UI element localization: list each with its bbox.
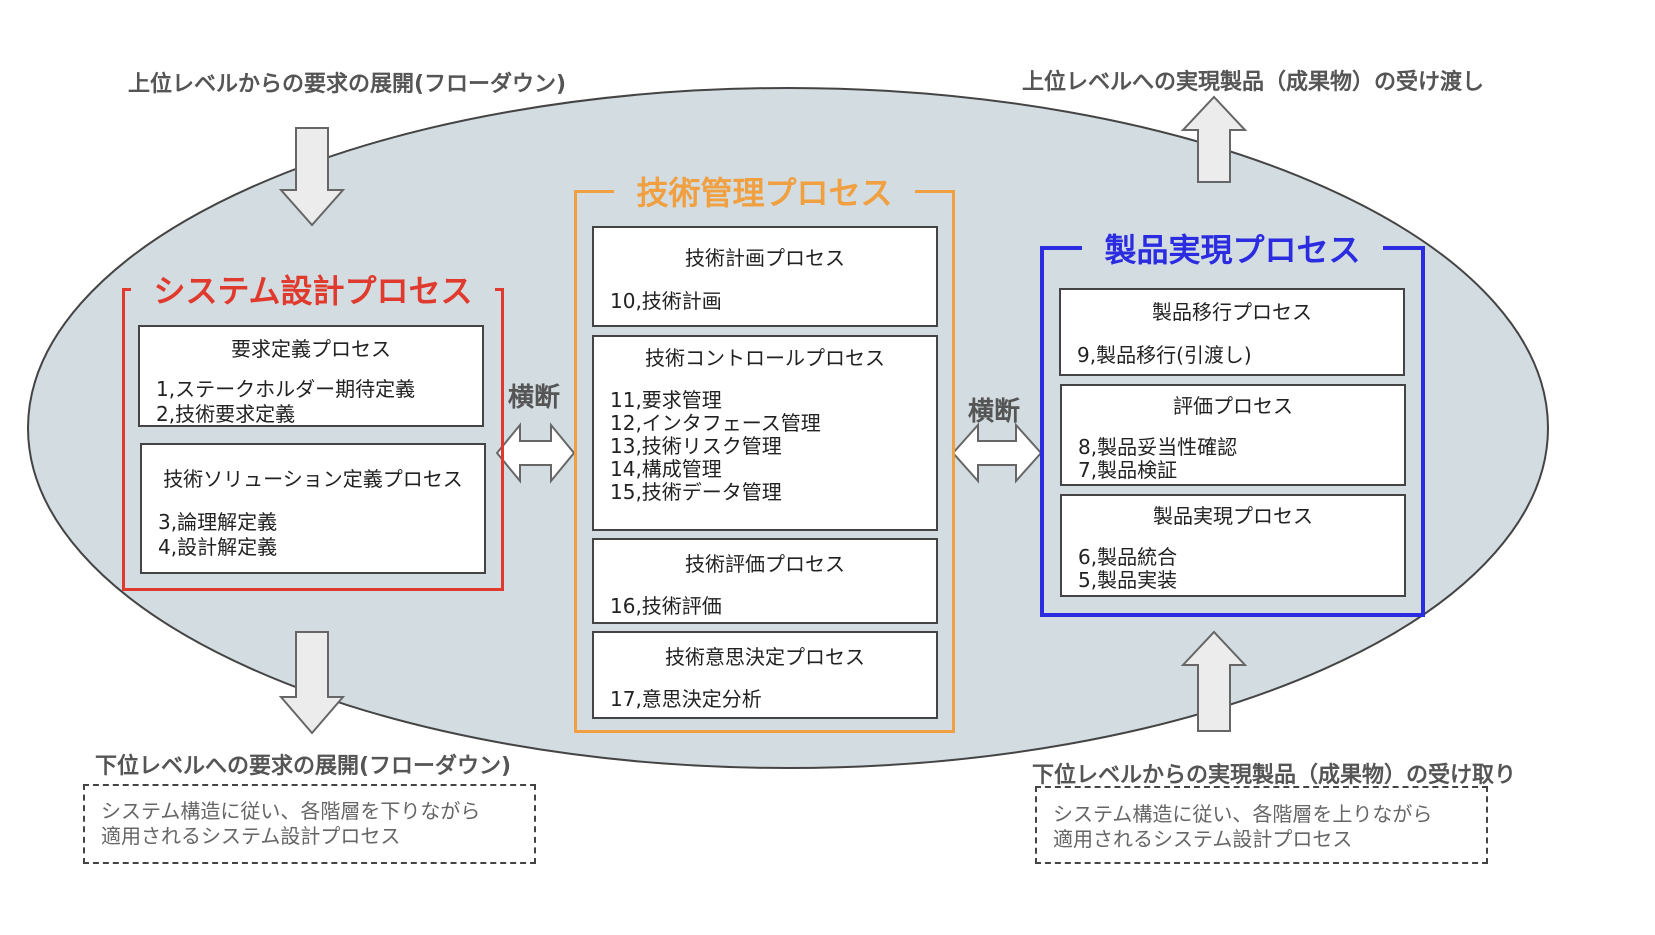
system-design-title: システム設計プロセス [125, 266, 501, 312]
list-item: 7,製品検証 [1078, 458, 1178, 482]
product-realization-group: 製品実現プロセス 製品移行プロセス 9,製品移行(引渡し) 評価プロセス 8,製… [1040, 231, 1425, 617]
flowdown-arrow-bottom [278, 631, 346, 735]
box-title: 製品移行プロセス [1152, 300, 1312, 324]
box-items: 17,意思決定分析 [610, 687, 762, 712]
box-items: 3,論理解定義 4,設計解定義 [158, 510, 277, 560]
tech-management-group: 技術管理プロセス 技術計画プロセス 10,技術計画 技術コントロールプロセス 1… [574, 174, 955, 733]
note-right: システム構造に従い、各階層を上りながら 適用されるシステム設計プロセス [1035, 786, 1488, 864]
list-item: 17,意思決定分析 [610, 687, 762, 711]
tech-decision-box: 技術意思決定プロセス 17,意思決定分析 [592, 631, 938, 719]
tech-management-title: 技術管理プロセス [577, 168, 952, 214]
list-item: 8,製品妥当性確認 [1078, 435, 1238, 459]
tech-assessment-box: 技術評価プロセス 16,技術評価 [592, 538, 938, 624]
list-item: 3,論理解定義 [158, 510, 278, 534]
delivery-arrow-bottom [1180, 630, 1248, 732]
box-title: 技術計画プロセス [685, 246, 845, 270]
list-item: 16,技術評価 [610, 594, 722, 618]
note-line: システム構造に従い、各階層を上りながら [1053, 802, 1433, 826]
flowdown-arrow-top [278, 127, 346, 227]
list-item: 15,技術データ管理 [610, 480, 782, 504]
system-design-group: システム設計プロセス 要求定義プロセス 1,ステークホルダー期待定義 2,技術要… [122, 272, 504, 591]
box-items: 10,技術計画 [610, 289, 722, 314]
list-item: 14,構成管理 [610, 457, 722, 481]
note-left: システム構造に従い、各階層を下りながら 適用されるシステム設計プロセス [83, 784, 536, 864]
evaluation-box: 評価プロセス 8,製品妥当性確認 7,製品検証 [1060, 384, 1406, 486]
box-title: 評価プロセス [1173, 394, 1293, 418]
box-items: 11,要求管理 12,インタフェース管理 13,技術リスク管理 14,構成管理 … [610, 389, 821, 504]
product-transition-box: 製品移行プロセス 9,製品移行(引渡し) [1059, 288, 1405, 376]
list-item: 6,製品統合 [1078, 545, 1178, 569]
list-item: 9,製品移行(引渡し) [1077, 343, 1252, 367]
note-line: 適用されるシステム設計プロセス [1053, 827, 1353, 851]
tech-solution-definition-box: 技術ソリューション定義プロセス 3,論理解定義 4,設計解定義 [140, 443, 486, 574]
box-title: 技術ソリューション定義プロセス [163, 467, 463, 491]
box-items: 9,製品移行(引渡し) [1077, 343, 1252, 368]
tech-planning-box: 技術計画プロセス 10,技術計画 [592, 226, 938, 327]
box-title: 技術意思決定プロセス [665, 645, 865, 669]
bottom-right-label: 下位レベルからの実現製品（成果物）の受け取り [1032, 763, 1517, 788]
note-line: 適用されるシステム設計プロセス [101, 824, 401, 848]
list-item: 1,ステークホルダー期待定義 [156, 377, 416, 401]
top-left-label: 上位レベルからの要求の展開(フローダウン) [128, 72, 567, 97]
box-items: 16,技術評価 [610, 594, 722, 619]
box-items: 1,ステークホルダー期待定義 2,技術要求定義 [156, 377, 415, 427]
list-item: 4,設計解定義 [158, 535, 278, 559]
list-item: 12,インタフェース管理 [610, 411, 821, 435]
bottom-left-label: 下位レベルへの要求の展開(フローダウン) [95, 754, 512, 779]
list-item: 13,技術リスク管理 [610, 434, 782, 458]
box-title: 技術評価プロセス [685, 552, 845, 576]
cross-label-left: 横断 [508, 383, 561, 413]
box-items: 6,製品統合 5,製品実装 [1078, 546, 1177, 592]
list-item: 5,製品実装 [1078, 568, 1178, 592]
product-implementation-box: 製品実現プロセス 6,製品統合 5,製品実装 [1060, 494, 1406, 597]
box-title: 要求定義プロセス [231, 337, 391, 361]
product-realization-title: 製品実現プロセス [1044, 225, 1421, 271]
list-item: 10,技術計画 [610, 289, 722, 313]
delivery-arrow-top [1180, 95, 1248, 183]
box-title: 製品実現プロセス [1153, 504, 1313, 528]
box-items: 8,製品妥当性確認 7,製品検証 [1078, 436, 1237, 482]
note-line: システム構造に従い、各階層を下りながら [101, 799, 481, 823]
tech-control-box: 技術コントロールプロセス 11,要求管理 12,インタフェース管理 13,技術リ… [592, 335, 938, 531]
list-item: 2,技術要求定義 [156, 402, 296, 426]
top-right-label: 上位レベルへの実現製品（成果物）の受け渡し [1022, 70, 1485, 95]
requirements-definition-box: 要求定義プロセス 1,ステークホルダー期待定義 2,技術要求定義 [138, 325, 484, 427]
box-title: 技術コントロールプロセス [645, 346, 885, 370]
cross-label-right: 横断 [968, 397, 1021, 427]
list-item: 11,要求管理 [610, 388, 722, 412]
